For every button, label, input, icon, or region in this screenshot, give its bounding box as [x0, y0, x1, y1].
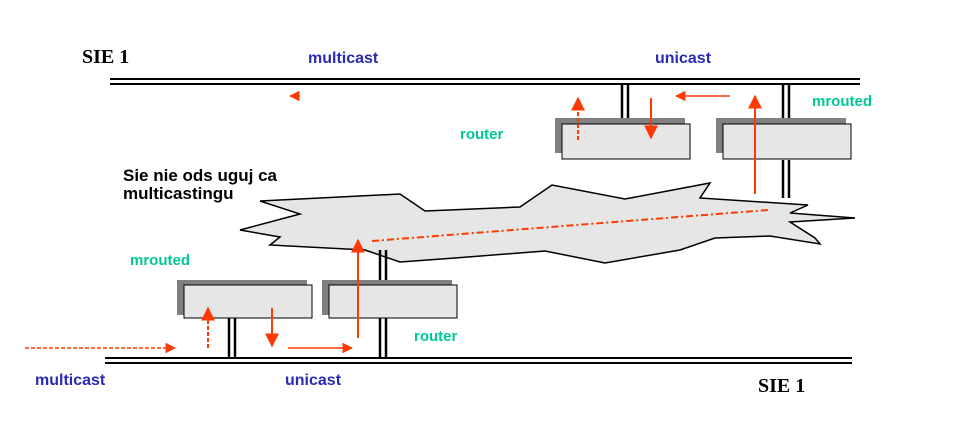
top-unicast-label: unicast [655, 50, 712, 67]
top-router-box [555, 118, 691, 160]
bottom-mrouted-connector [227, 318, 237, 358]
non-multicast-cloud [239, 181, 856, 264]
top-mrouted-connector [781, 84, 791, 198]
bottom-unicast-label: unicast [285, 372, 342, 389]
top-router-label: router [460, 126, 504, 143]
cloud-caption-line1: Sie nie ods uguj ca [123, 166, 277, 185]
bottom-router-box [322, 280, 458, 319]
cloud-caption-line2: multicastingu [123, 184, 234, 203]
bottom-mrouted-label: mrouted [130, 252, 190, 269]
bottom-router-connector [378, 250, 388, 358]
bottom-network-bus [105, 357, 852, 364]
bottom-multicast-label: multicast [35, 372, 106, 389]
bottom-network-title: SIE 1 [758, 375, 806, 397]
top-network-title: SIE 1 [82, 46, 130, 68]
bottom-router-label: router [414, 328, 458, 345]
top-network-bus [110, 78, 860, 85]
bottom-mrouted-box [177, 280, 313, 319]
top-mrouted-box [716, 118, 852, 160]
top-mrouted-label: mrouted [812, 93, 872, 110]
tunnel-line [371, 209, 769, 242]
top-multicast-label: multicast [308, 50, 379, 67]
top-router-connector [620, 84, 630, 122]
